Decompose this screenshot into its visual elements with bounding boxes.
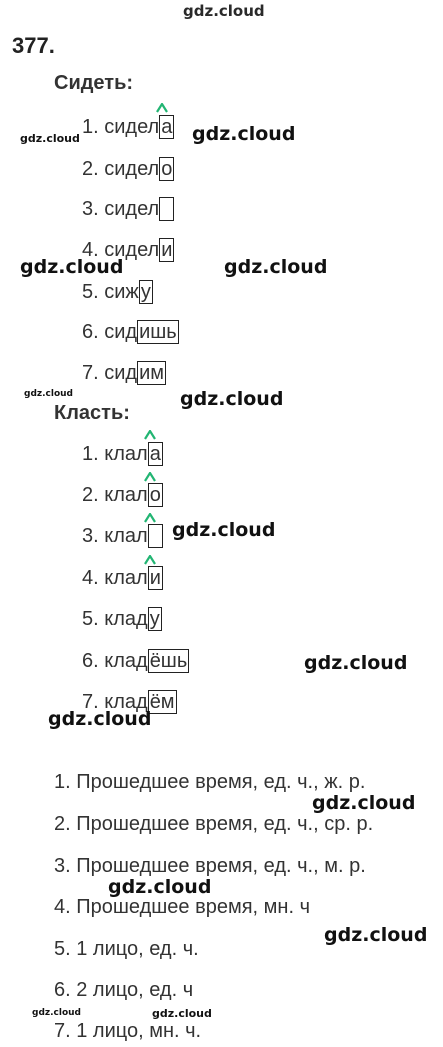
- word-ending: ёшь: [147, 649, 190, 673]
- word-stem: сидел: [104, 116, 160, 138]
- watermark: gdz.cloud: [312, 792, 416, 814]
- stress-mark-icon: [144, 472, 156, 482]
- klast-item-3: 3. клал: [82, 524, 163, 548]
- description-7: 7. 1 лицо, мн. ч.: [54, 1020, 202, 1042]
- word-ending: и: [147, 566, 163, 590]
- description-5: 5. 1 лицо, ед. ч.: [54, 938, 199, 960]
- watermark: gdz.cloud: [172, 519, 276, 541]
- item-number: 3.: [82, 525, 99, 547]
- word-ending: у: [147, 607, 162, 631]
- description-2: 2. Прошедшее время, ед. ч., ср. р.: [54, 813, 374, 835]
- item-number: 3.: [82, 198, 99, 220]
- watermark: gdz.cloud: [224, 256, 328, 278]
- item-number: 5.: [82, 608, 99, 630]
- word-stem: клад: [104, 608, 148, 630]
- stress-mark-icon: [144, 430, 156, 440]
- watermark: gdz.cloud: [24, 389, 73, 399]
- word-ending: [159, 197, 175, 221]
- watermark: gdz.cloud: [180, 388, 284, 410]
- item-number: 1.: [82, 443, 99, 465]
- item-number: 4.: [82, 239, 99, 261]
- word-ending: им: [137, 361, 167, 385]
- word-ending: а: [159, 115, 175, 139]
- description-6: 6. 2 лицо, ед. ч: [54, 979, 194, 1001]
- word-ending: [147, 524, 163, 548]
- word-stem: клал: [104, 567, 148, 589]
- description-1: 1. Прошедшее время, ед. ч., ж. р.: [54, 771, 366, 793]
- description-3: 3. Прошедшее время, ед. ч., м. р.: [54, 855, 366, 877]
- word-ending: о: [147, 483, 163, 507]
- word-stem: сид: [104, 321, 138, 343]
- stress-mark-icon: [144, 513, 156, 523]
- description-4: 4. Прошедшее время, мн. ч: [54, 896, 310, 918]
- word-ending: и: [159, 238, 175, 262]
- word-ending: а: [147, 442, 163, 466]
- item-number: 6.: [82, 650, 99, 672]
- word-ending: ём: [147, 690, 177, 714]
- stress-mark-icon: [156, 103, 168, 113]
- item-number: 6.: [82, 321, 99, 343]
- item-number: 2.: [82, 158, 99, 180]
- word-stem: клад: [104, 691, 148, 713]
- word-stem: сидел: [104, 239, 160, 261]
- word-ending: у: [138, 280, 153, 304]
- word-stem: клал: [104, 525, 148, 547]
- section-title-klast: Класть:: [54, 402, 130, 424]
- watermark: gdz.cloud: [20, 132, 80, 145]
- watermark: gdz.cloud: [192, 123, 296, 145]
- watermark-top: gdz.cloud: [183, 2, 265, 20]
- watermark: gdz.cloud: [304, 652, 408, 674]
- word-stem: сидел: [104, 198, 160, 220]
- word-stem: клал: [104, 443, 148, 465]
- watermark: gdz.cloud: [20, 256, 124, 278]
- word-stem: сиж: [104, 281, 139, 303]
- item-number: 4.: [82, 567, 99, 589]
- word-ending: о: [159, 157, 175, 181]
- item-number: 7.: [82, 691, 99, 713]
- word-stem: сидел: [104, 158, 160, 180]
- word-stem: клал: [104, 484, 148, 506]
- watermark: gdz.cloud: [108, 876, 212, 898]
- word-stem: сид: [104, 362, 138, 384]
- word-ending: ишь: [137, 320, 179, 344]
- word-stem: клад: [104, 650, 148, 672]
- stress-mark-icon: [144, 555, 156, 565]
- watermark: gdz.cloud: [48, 708, 152, 730]
- item-number: 1.: [82, 116, 99, 138]
- item-number: 2.: [82, 484, 99, 506]
- item-number: 7.: [82, 362, 99, 384]
- watermark: gdz.cloud: [152, 1007, 212, 1020]
- watermark: gdz.cloud: [324, 924, 428, 946]
- item-number: 5.: [82, 281, 99, 303]
- sidet-item-3: 3. сидел: [82, 197, 175, 221]
- exercise-number: 377.: [12, 33, 55, 58]
- section-title-sidet: Сидеть:: [54, 72, 134, 94]
- watermark: gdz.cloud: [32, 1008, 81, 1018]
